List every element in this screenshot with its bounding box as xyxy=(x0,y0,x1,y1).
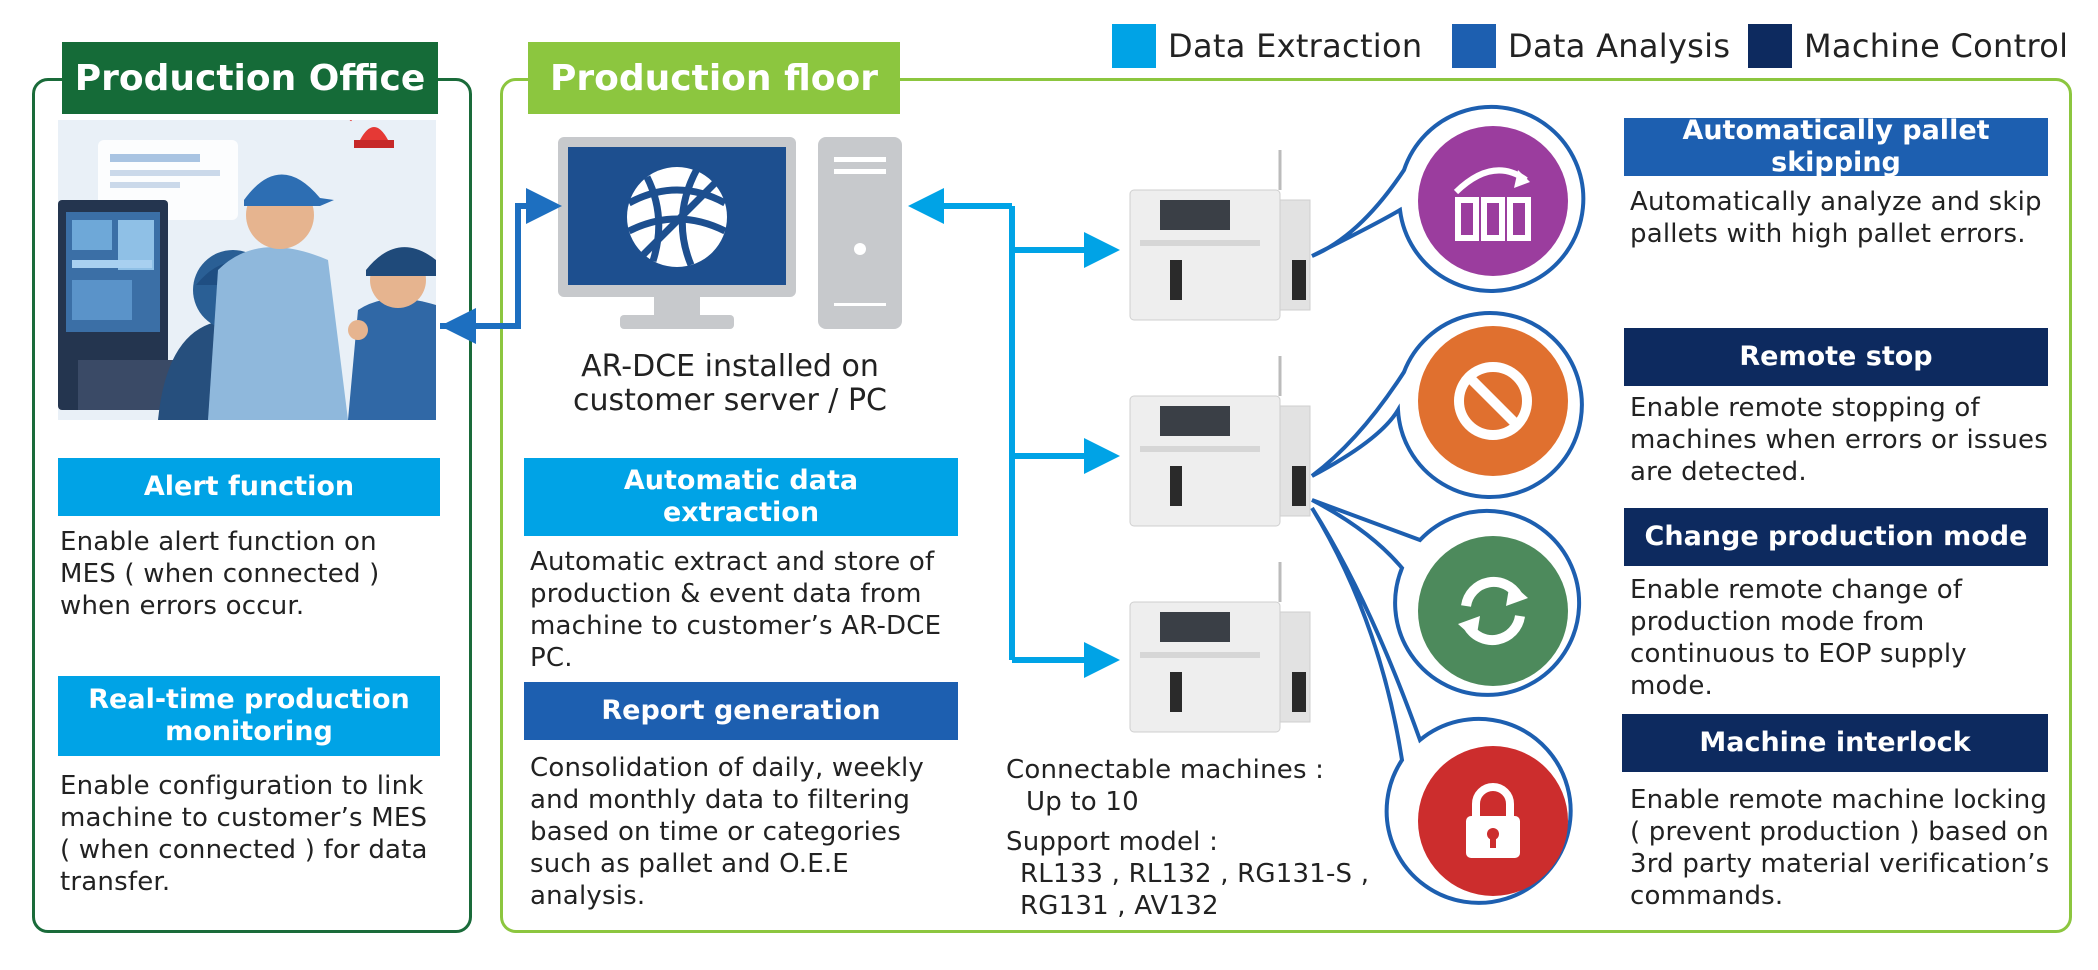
support-line: RL133 , RL132 , RG131-S , xyxy=(1020,859,1370,889)
alert-desc-line: MES ( when connected ) xyxy=(60,559,380,589)
legend-data-analysis: Data Analysis xyxy=(1452,24,1730,68)
remote-stop-circle xyxy=(1418,326,1568,476)
monitoring-desc-line: Enable configuration to link xyxy=(60,771,424,801)
prohibited-icon xyxy=(1454,362,1532,440)
globe-icon xyxy=(627,167,727,267)
connectable-machines-info: Connectable machines : Up to 10 xyxy=(1006,754,1366,818)
alert-function-label: Alert function xyxy=(58,458,440,516)
alert-desc-line: when errors occur. xyxy=(60,591,305,621)
feature-change-mode-description: Enable remote change of production mode … xyxy=(1630,574,2070,702)
support-line: RG131 , AV132 xyxy=(1020,891,1219,921)
connectable-line: Up to 10 xyxy=(1026,787,1139,817)
pc-machine-links xyxy=(908,188,1120,678)
feature-label-text: Remote stop xyxy=(1739,340,1933,372)
feature-machine-interlock-description: Enable remote machine locking ( prevent … xyxy=(1630,784,2070,912)
feature-desc-line: pallets with high pallet errors. xyxy=(1630,219,2026,249)
automatic-data-extraction-description: Automatic extract and store of productio… xyxy=(530,546,970,674)
report-generation-label: Report generation xyxy=(524,682,958,740)
monitoring-desc-line: transfer. xyxy=(60,867,171,897)
feature-pallet-skipping-label: Automatically pallet skipping xyxy=(1624,115,2048,178)
ar-dce-caption: AR-DCE installed on customer server / PC xyxy=(560,350,900,418)
alert-function-description: Enable alert function on MES ( when conn… xyxy=(60,526,460,622)
alarm-beacon-icon xyxy=(349,120,394,148)
feature-desc-line: are detected. xyxy=(1630,457,1807,487)
report-desc-line: such as pallet and O.E.E xyxy=(530,849,849,879)
feature-desc-line: Enable remote change of xyxy=(1630,575,1963,605)
machine-interlock-circle xyxy=(1418,746,1568,896)
feature-pallet-skipping-description: Automatically analyze and skip pallets w… xyxy=(1630,186,2070,250)
legend-swatch-extraction xyxy=(1112,24,1156,68)
monitoring-label-line: Real-time production xyxy=(88,683,410,715)
feature-label-text: Automatically pallet skipping xyxy=(1682,114,1990,178)
monitoring-label-line: monitoring xyxy=(165,716,333,747)
office-pc-link xyxy=(440,188,562,344)
feature-desc-line: Enable remote stopping of xyxy=(1630,393,1980,423)
legend-swatch-analysis xyxy=(1452,24,1496,68)
legend-label-analysis: Data Analysis xyxy=(1508,27,1731,65)
chart-arrow-icon xyxy=(1453,167,1531,241)
feature-change-mode-label: Change production mode xyxy=(1624,508,2048,566)
office-workers-illustration xyxy=(58,120,436,420)
extraction-desc-line: production & event data from xyxy=(530,579,922,609)
report-desc-line: analysis. xyxy=(530,881,646,911)
report-generation-description: Consolidation of daily, weekly and month… xyxy=(530,752,970,912)
alert-function-label-text: Alert function xyxy=(143,470,355,502)
feature-desc-line: machines when errors or issues xyxy=(1630,425,2048,455)
feature-desc-line: continuous to EOP supply xyxy=(1630,639,1967,669)
feature-desc-line: production mode from xyxy=(1630,607,1925,637)
extraction-desc-line: Automatic extract and store of xyxy=(530,547,935,577)
feature-desc-line: 3rd party material verification’s xyxy=(1630,849,2050,879)
machine-1 xyxy=(1129,150,1311,321)
support-model-info: Support model : RL133 , RL132 , RG131-S … xyxy=(1006,826,1386,922)
extraction-desc-line: PC. xyxy=(530,643,573,673)
alert-desc-line: Enable alert function on xyxy=(60,527,377,557)
feature-desc-line: commands. xyxy=(1630,881,1784,911)
ar-dce-computer xyxy=(558,137,902,329)
monitoring-desc-line: ( when connected ) for data xyxy=(60,835,428,865)
feature-label-text: Machine interlock xyxy=(1699,726,1971,758)
production-floor-title: Production floor xyxy=(528,42,900,114)
support-line: Support model : xyxy=(1006,827,1219,857)
legend-machine-control: Machine Control xyxy=(1748,24,2068,68)
feature-label-text: Change production mode xyxy=(1644,520,2028,552)
extraction-label-line: Automatic data xyxy=(623,464,859,496)
automatic-data-extraction-label: Automatic data extraction xyxy=(524,458,958,536)
report-desc-line: and monthly data to filtering xyxy=(530,785,911,815)
legend-swatch-control xyxy=(1748,24,1792,68)
report-generation-label-text: Report generation xyxy=(601,694,881,726)
refresh-icon xyxy=(1458,576,1528,646)
pc-caption-line: AR-DCE installed on xyxy=(581,349,879,384)
machine-2 xyxy=(1129,356,1311,527)
feature-desc-line: Automatically analyze and skip xyxy=(1630,187,2042,217)
pallet-skipping-circle xyxy=(1418,126,1568,276)
report-desc-line: Consolidation of daily, weekly xyxy=(530,753,924,783)
machine-3 xyxy=(1129,562,1311,733)
extraction-desc-line: machine to customer’s AR-DCE xyxy=(530,611,942,641)
feature-desc-line: mode. xyxy=(1630,671,1713,701)
legend-data-extraction: Data Extraction xyxy=(1112,24,1422,68)
real-time-monitoring-label: Real-time production monitoring xyxy=(58,676,440,756)
report-desc-line: based on time or categories xyxy=(530,817,901,847)
feature-desc-line: ( prevent production ) based on xyxy=(1630,817,2049,847)
lock-icon xyxy=(1466,783,1520,858)
production-office-title: Production Office xyxy=(62,42,438,114)
feature-desc-line: Enable remote machine locking xyxy=(1630,785,2048,815)
change-mode-circle xyxy=(1418,536,1568,686)
legend-label-control: Machine Control xyxy=(1804,27,2069,65)
feature-remote-stop-label: Remote stop xyxy=(1624,328,2048,386)
pc-caption-line: customer server / PC xyxy=(573,383,887,418)
monitoring-desc-line: machine to customer’s MES xyxy=(60,803,428,833)
connectable-line: Connectable machines : xyxy=(1006,755,1325,785)
feature-remote-stop-description: Enable remote stopping of machines when … xyxy=(1630,392,2070,488)
legend-label-extraction: Data Extraction xyxy=(1168,27,1423,65)
real-time-monitoring-description: Enable configuration to link machine to … xyxy=(60,770,465,898)
extraction-label-line: extraction xyxy=(662,497,820,528)
feature-machine-interlock-label: Machine interlock xyxy=(1622,714,2048,772)
